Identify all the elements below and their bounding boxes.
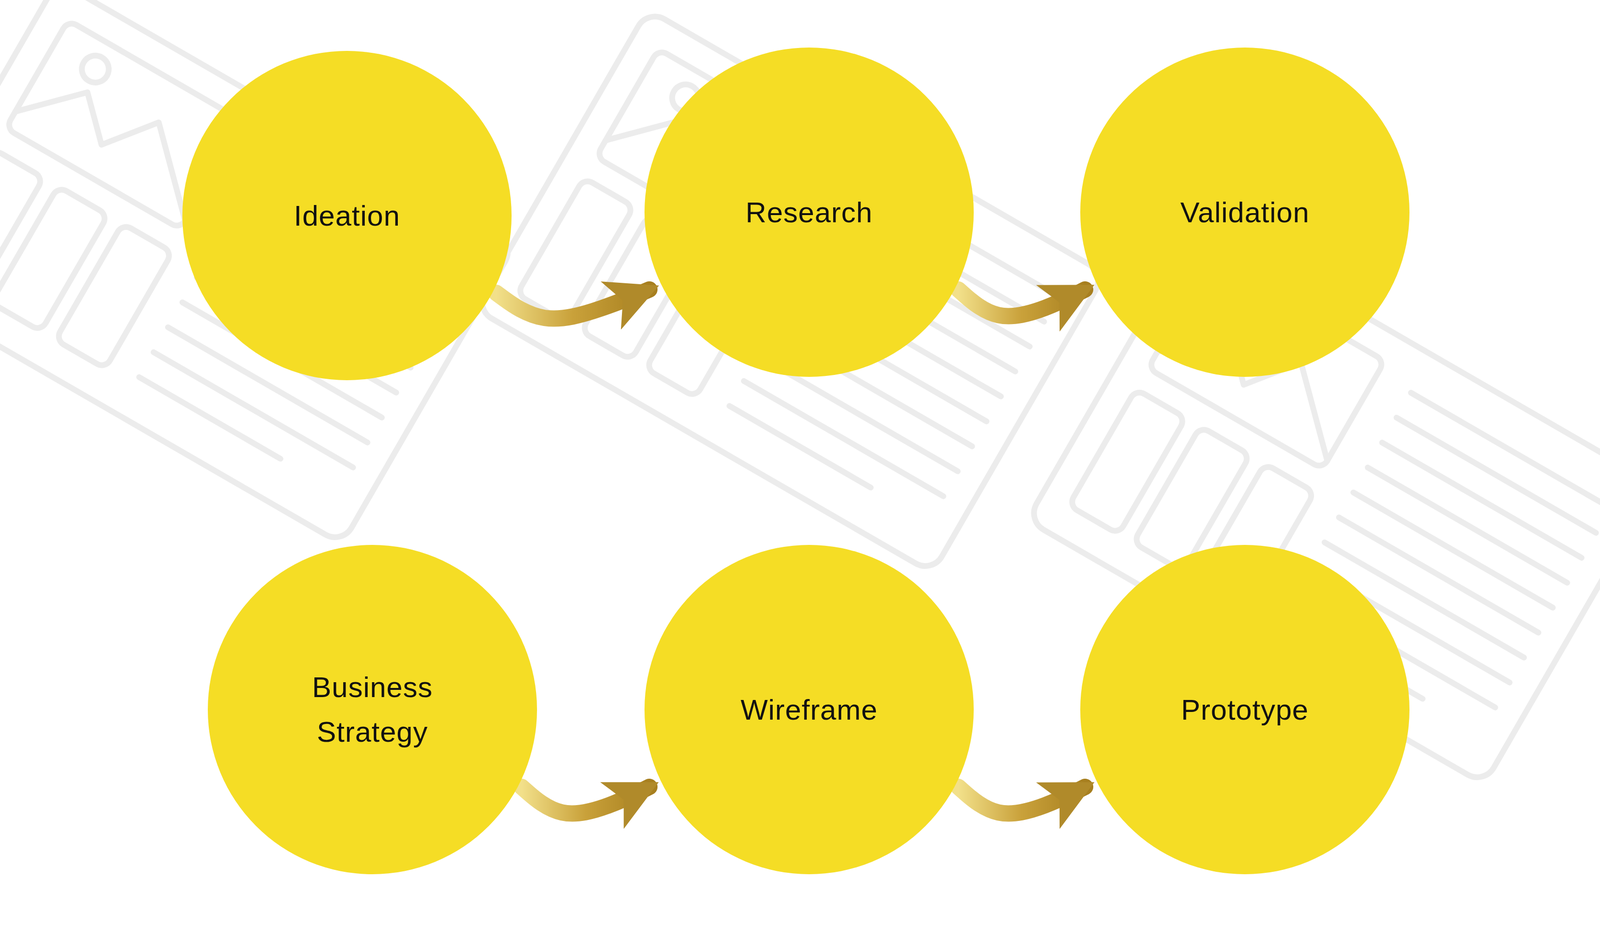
curved-arrow <box>521 786 650 813</box>
step-label: Business Strategy <box>293 664 452 754</box>
process-circle: Ideation <box>182 50 512 381</box>
process-circle: Wireframe <box>644 544 974 874</box>
step-label: Research <box>745 190 873 235</box>
process-circle: Validation <box>1080 47 1410 377</box>
curved-arrow <box>958 289 1086 316</box>
step-label: Prototype <box>1181 687 1309 732</box>
step-label: Ideation <box>293 193 401 239</box>
step-label: Wireframe <box>740 687 878 732</box>
curved-arrow <box>958 786 1086 813</box>
process-circle: Business Strategy <box>207 544 538 874</box>
curved-arrow <box>496 289 650 319</box>
process-circle: Prototype <box>1080 544 1410 874</box>
step-label: Validation <box>1180 190 1310 235</box>
process-circle: Research <box>644 47 974 377</box>
circle-shape <box>207 544 538 874</box>
